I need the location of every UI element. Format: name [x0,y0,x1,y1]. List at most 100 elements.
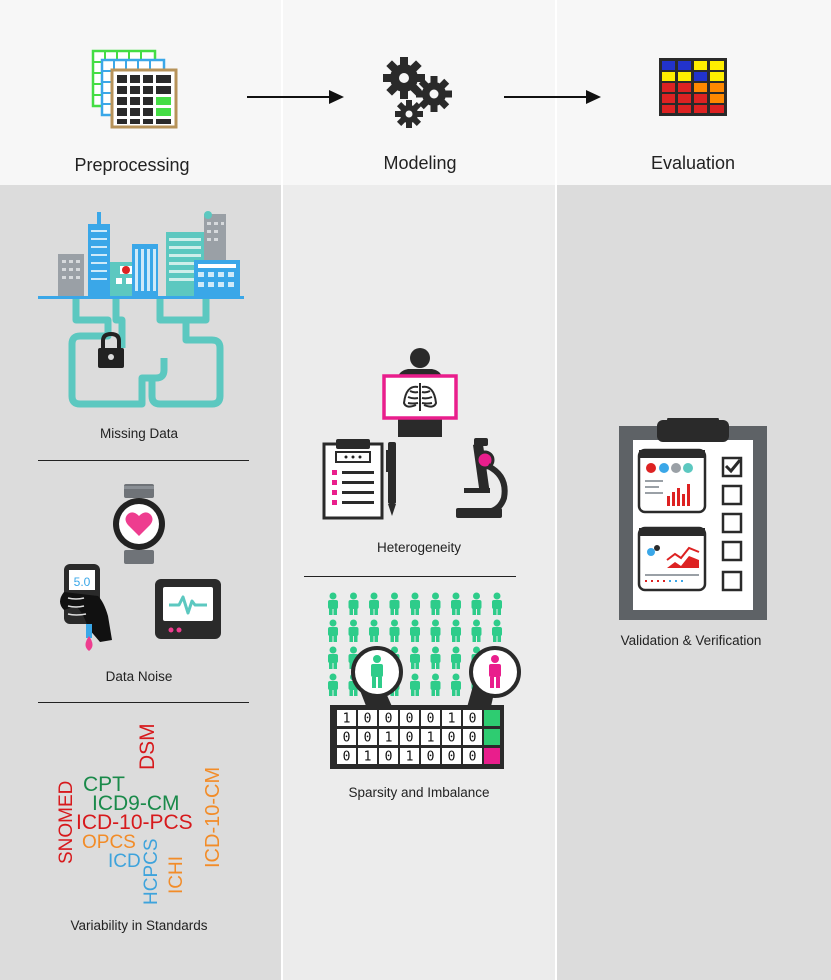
person-icon [430,646,441,669]
person-icon [451,592,461,615]
matrix-cell [463,748,482,764]
standard-word: ICD9-CM [92,792,180,815]
matrix-cell [442,710,461,726]
person-icon [471,592,482,615]
person-icon [410,646,420,669]
stage-title-evaluation: Evaluation [650,153,736,173]
person-icon [471,619,482,642]
matrix-cell [463,710,482,726]
matrix-cell [337,748,356,764]
person-icon [410,673,420,696]
microscope-icon [456,438,508,518]
spreadsheet-stack-icon [91,49,178,129]
caption-validation-verification: Validation & Verification [620,633,762,648]
matrix-value: 1 [406,750,414,765]
matrix-value: 0 [469,712,477,727]
xray-patient-icon [382,348,458,437]
person-icon [430,619,441,642]
stage-title-modeling: Modeling [383,153,457,173]
person-icon [492,592,502,615]
person-icon [451,619,461,642]
smartwatch-heart-icon [113,484,165,564]
person-icon [430,673,441,696]
matrix-value: 0 [406,712,414,727]
check-icon [724,459,742,474]
standard-word: ICD-10-PCS [76,811,193,834]
matrix-value: 0 [469,750,477,765]
matrix-value: 1 [364,750,372,765]
person-icon [369,592,379,615]
person-icon [328,646,338,669]
matrix-value: 0 [364,731,372,746]
glucose-reading: 5.0 [74,575,91,589]
matrix-value: 0 [385,750,393,765]
standard-word: SNOMED [56,780,77,865]
person-icon [328,592,338,615]
caption-variability-standards: Variability in Standards [70,918,208,933]
person-icon [430,592,441,615]
glucose-meter-icon: 5.0 [60,564,112,651]
divider [38,702,249,703]
matrix-value: 0 [448,731,456,746]
class-label-cell [484,710,500,726]
matrix-value: 0 [343,731,351,746]
matrix-value: 1 [385,731,393,746]
person-icon [348,592,359,615]
caption-missing-data: Missing Data [99,426,179,441]
matrix-cell [400,748,419,764]
matrix-cell [400,729,419,745]
hospital-network-icon [38,211,244,408]
person-icon [492,619,502,642]
matrix-value: 0 [385,712,393,727]
matrix-value: 0 [448,750,456,765]
matrix-cell [442,729,461,745]
matrix-cell [442,748,461,764]
matrix-cell [379,729,398,745]
matrix-cell [379,748,398,764]
matrix-cell [337,710,356,726]
person-icon [389,619,400,642]
person-icon [389,592,400,615]
arrow-right-icon [504,90,601,104]
gears-icon [383,57,452,128]
person-icon [410,619,420,642]
matrix-cell [421,710,440,726]
matrix-cell [400,710,419,726]
divider [38,460,249,461]
matrix-value: 0 [469,731,477,746]
class-label-cell [484,748,500,764]
standard-word: HCPCS [141,838,162,905]
matrix-value: 1 [343,712,351,727]
person-icon [451,673,461,696]
matrix-value: 0 [343,750,351,765]
standard-word: DSM [136,723,159,770]
standard-word: OPCS [82,832,136,853]
matrix-value: 1 [448,712,456,727]
caption-data-noise: Data Noise [105,669,173,684]
person-icon [369,619,379,642]
matrix-cell [421,748,440,764]
divider [304,576,516,577]
standard-word: ICHI [166,855,187,894]
validation-clipboard-icon [619,418,767,620]
matrix-cell [421,729,440,745]
matrix-value: 1 [427,731,435,746]
column-separator [555,0,557,980]
person-icon [410,592,420,615]
clipboard-pen-icon [322,439,396,520]
standard-word: ICD-10-CM [202,766,224,868]
matrix-cell [463,729,482,745]
matrix-cell [379,710,398,726]
person-icon [328,673,338,696]
column-separator [281,0,283,980]
heatmap-grid-icon [659,58,727,116]
person-icon [451,646,461,669]
matrix-cell [337,729,356,745]
preprocessing-column-bg [0,185,281,980]
standard-word: ICD [108,851,141,872]
class-label-cell [484,729,500,745]
person-icon [328,619,338,642]
modeling-column-bg [283,185,555,980]
